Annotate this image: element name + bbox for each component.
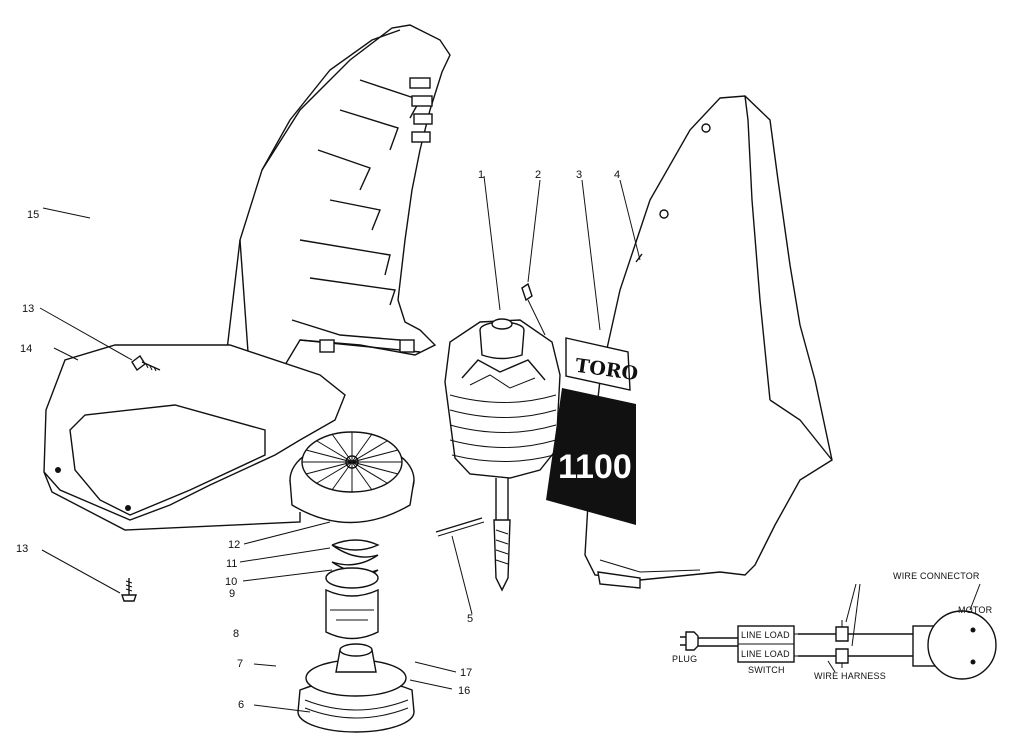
part-label-12: 12 [228,539,240,551]
label-wire-harness: WIRE HARNESS [814,671,886,681]
wiring-schematic: PLUG LINE LOAD LINE LOAD SWITCH WIRE HAR… [672,571,997,681]
part-label-4: 4 [614,169,620,181]
decal-model: 1100 [558,448,632,486]
fan-housing [289,431,415,524]
label-switch-line-load-bottom: LINE LOAD [741,649,790,659]
part-label-5: 5 [467,613,473,625]
part-label-2: 2 [535,169,541,181]
part-label-14: 14 [20,343,32,355]
part-label-13-upper: 13 [22,303,34,315]
part-number-labels: 1 2 3 4 5 6 7 8 9 10 11 12 13 13 14 15 1… [16,169,620,711]
part-label-3: 3 [576,169,582,181]
label-wire-connector: WIRE CONNECTOR [893,571,980,581]
part-label-17: 17 [460,667,472,679]
part-label-7: 7 [237,658,243,670]
guard-plate [43,344,346,531]
spool-retainer [325,567,379,640]
plug-icon [680,631,699,651]
label-switch: SWITCH [748,665,785,675]
part-label-13-lower: 13 [16,543,28,555]
part-label-16: 16 [458,685,470,697]
shaft-housing-right-half [584,95,833,589]
label-switch-line-load-top: LINE LOAD [741,630,790,640]
part-label-15: 15 [27,209,39,221]
wire-connector-icon [835,620,849,668]
brush-pin [521,282,546,336]
spool-assembly [297,643,415,733]
part-label-10: 10 [225,576,237,588]
screw-upper [131,354,161,372]
roll-pin [435,517,485,537]
part-label-11: 11 [226,558,237,570]
toro-1100-decal: TORO 1100 [546,337,639,525]
spring [331,539,380,581]
part-label-6: 6 [238,699,244,711]
switch-box [737,625,795,663]
motor-symbol [912,610,997,680]
shaft-housing-left-half [221,24,451,417]
part-label-1: 1 [478,169,484,181]
screw-lower [121,578,137,602]
leader-lines [39,175,641,713]
label-motor: MOTOR [958,605,993,615]
label-plug: PLUG [672,654,697,664]
part-label-8: 8 [233,628,239,640]
motor [444,318,561,592]
part-label-9: 9 [229,588,235,600]
